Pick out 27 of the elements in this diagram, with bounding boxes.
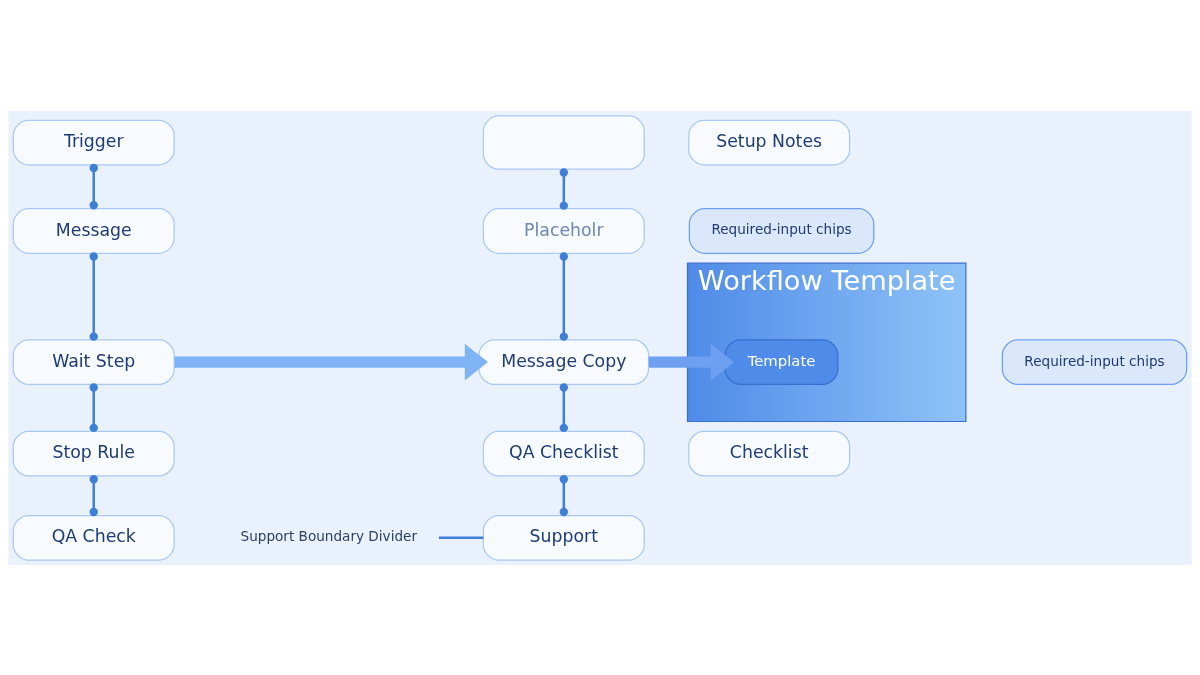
connector (559, 474, 569, 516)
connector (438, 536, 484, 539)
node-box: Required-input chips (1001, 338, 1188, 385)
connector (89, 163, 98, 209)
node-box: Message Copy (478, 338, 650, 385)
node-box (482, 114, 645, 170)
arrow (648, 343, 735, 380)
connector (559, 382, 569, 432)
node-box: Wait Step (12, 338, 175, 385)
connector (89, 474, 98, 516)
node-box: Stop Rule (12, 430, 175, 477)
node-box: Checklist (688, 430, 851, 477)
node-box: Required-input chips (688, 207, 875, 254)
connector (559, 167, 569, 210)
node-box: Placeholr (482, 207, 645, 254)
node-box: QA Check (12, 514, 175, 561)
node-box: Trigger (12, 119, 175, 165)
node-box: QA Checklist (482, 430, 645, 477)
connector (559, 251, 569, 341)
node-box: Message (12, 207, 175, 254)
node-box: Setup Notes (688, 119, 851, 165)
node-text: Support Boundary Divider (240, 527, 418, 544)
connector (89, 251, 98, 341)
arrow (174, 343, 489, 380)
node-box: Template (724, 338, 839, 385)
connector (89, 382, 98, 432)
node-box: Support (482, 514, 645, 561)
